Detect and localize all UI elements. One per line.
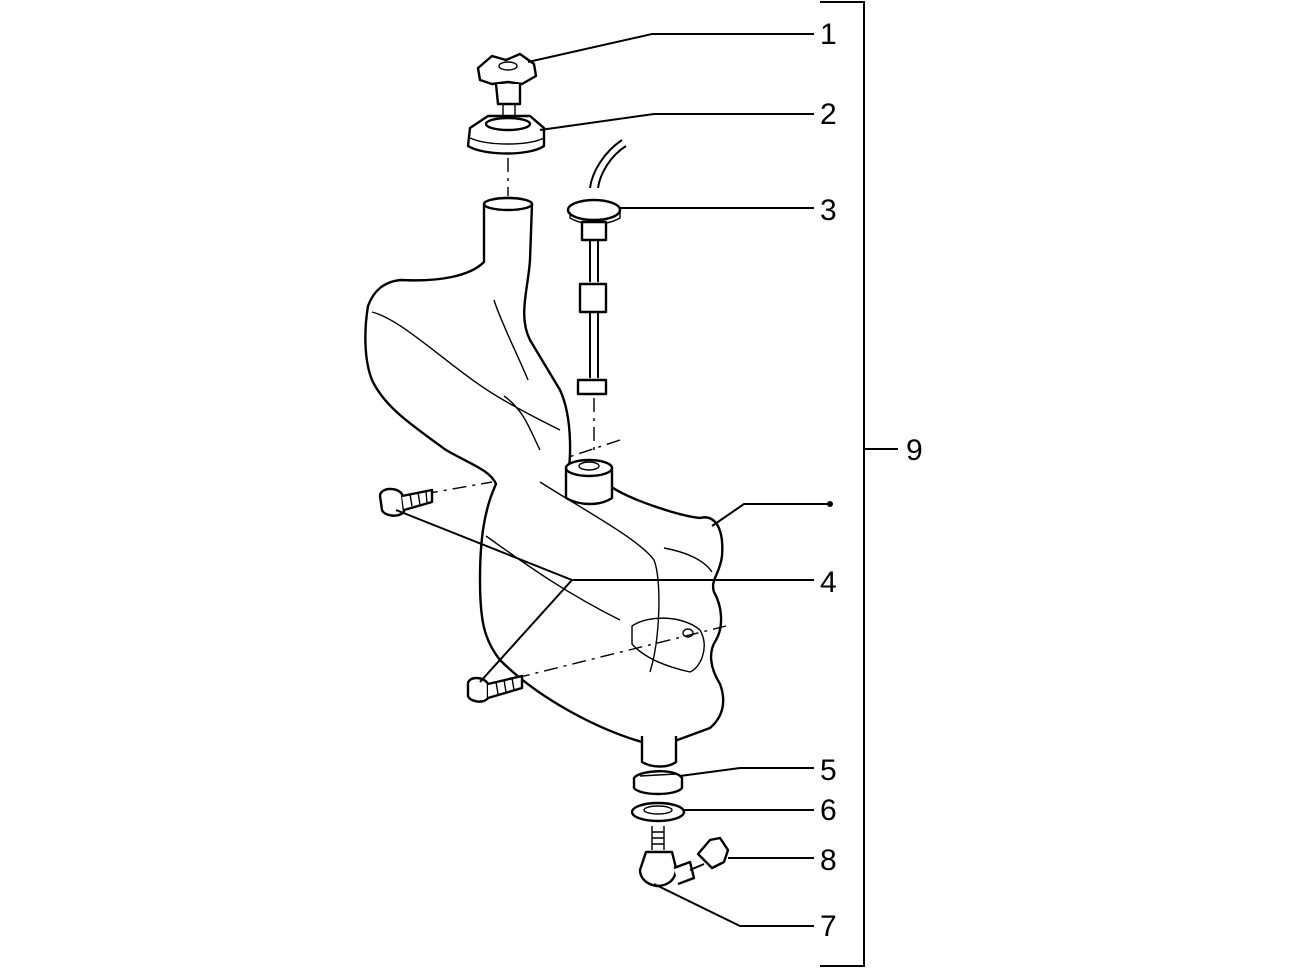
reservoir-tank — [364, 196, 727, 768]
level-sensor — [559, 139, 627, 461]
callout-1: 1 — [820, 18, 837, 51]
mounting-screw-lower — [466, 674, 524, 703]
grommet — [630, 801, 686, 823]
callout-2: 2 — [820, 98, 837, 131]
callout-8: 8 — [820, 844, 837, 877]
mounting-screw-upper — [378, 487, 434, 517]
callout-9: 9 — [906, 434, 923, 467]
washer-pump — [638, 826, 696, 888]
leader-lines — [395, 33, 833, 927]
callout-7: 7 — [820, 910, 837, 943]
hose-clamp — [632, 770, 684, 796]
callout-4: 4 — [820, 566, 837, 599]
callout-3: 3 — [820, 194, 837, 227]
seal-ring — [466, 114, 546, 196]
assembly-bracket — [820, 1, 898, 967]
filler-cap — [476, 52, 538, 118]
callout-6: 6 — [820, 794, 837, 827]
hose-connector — [689, 836, 730, 871]
callout-5: 5 — [820, 754, 837, 787]
